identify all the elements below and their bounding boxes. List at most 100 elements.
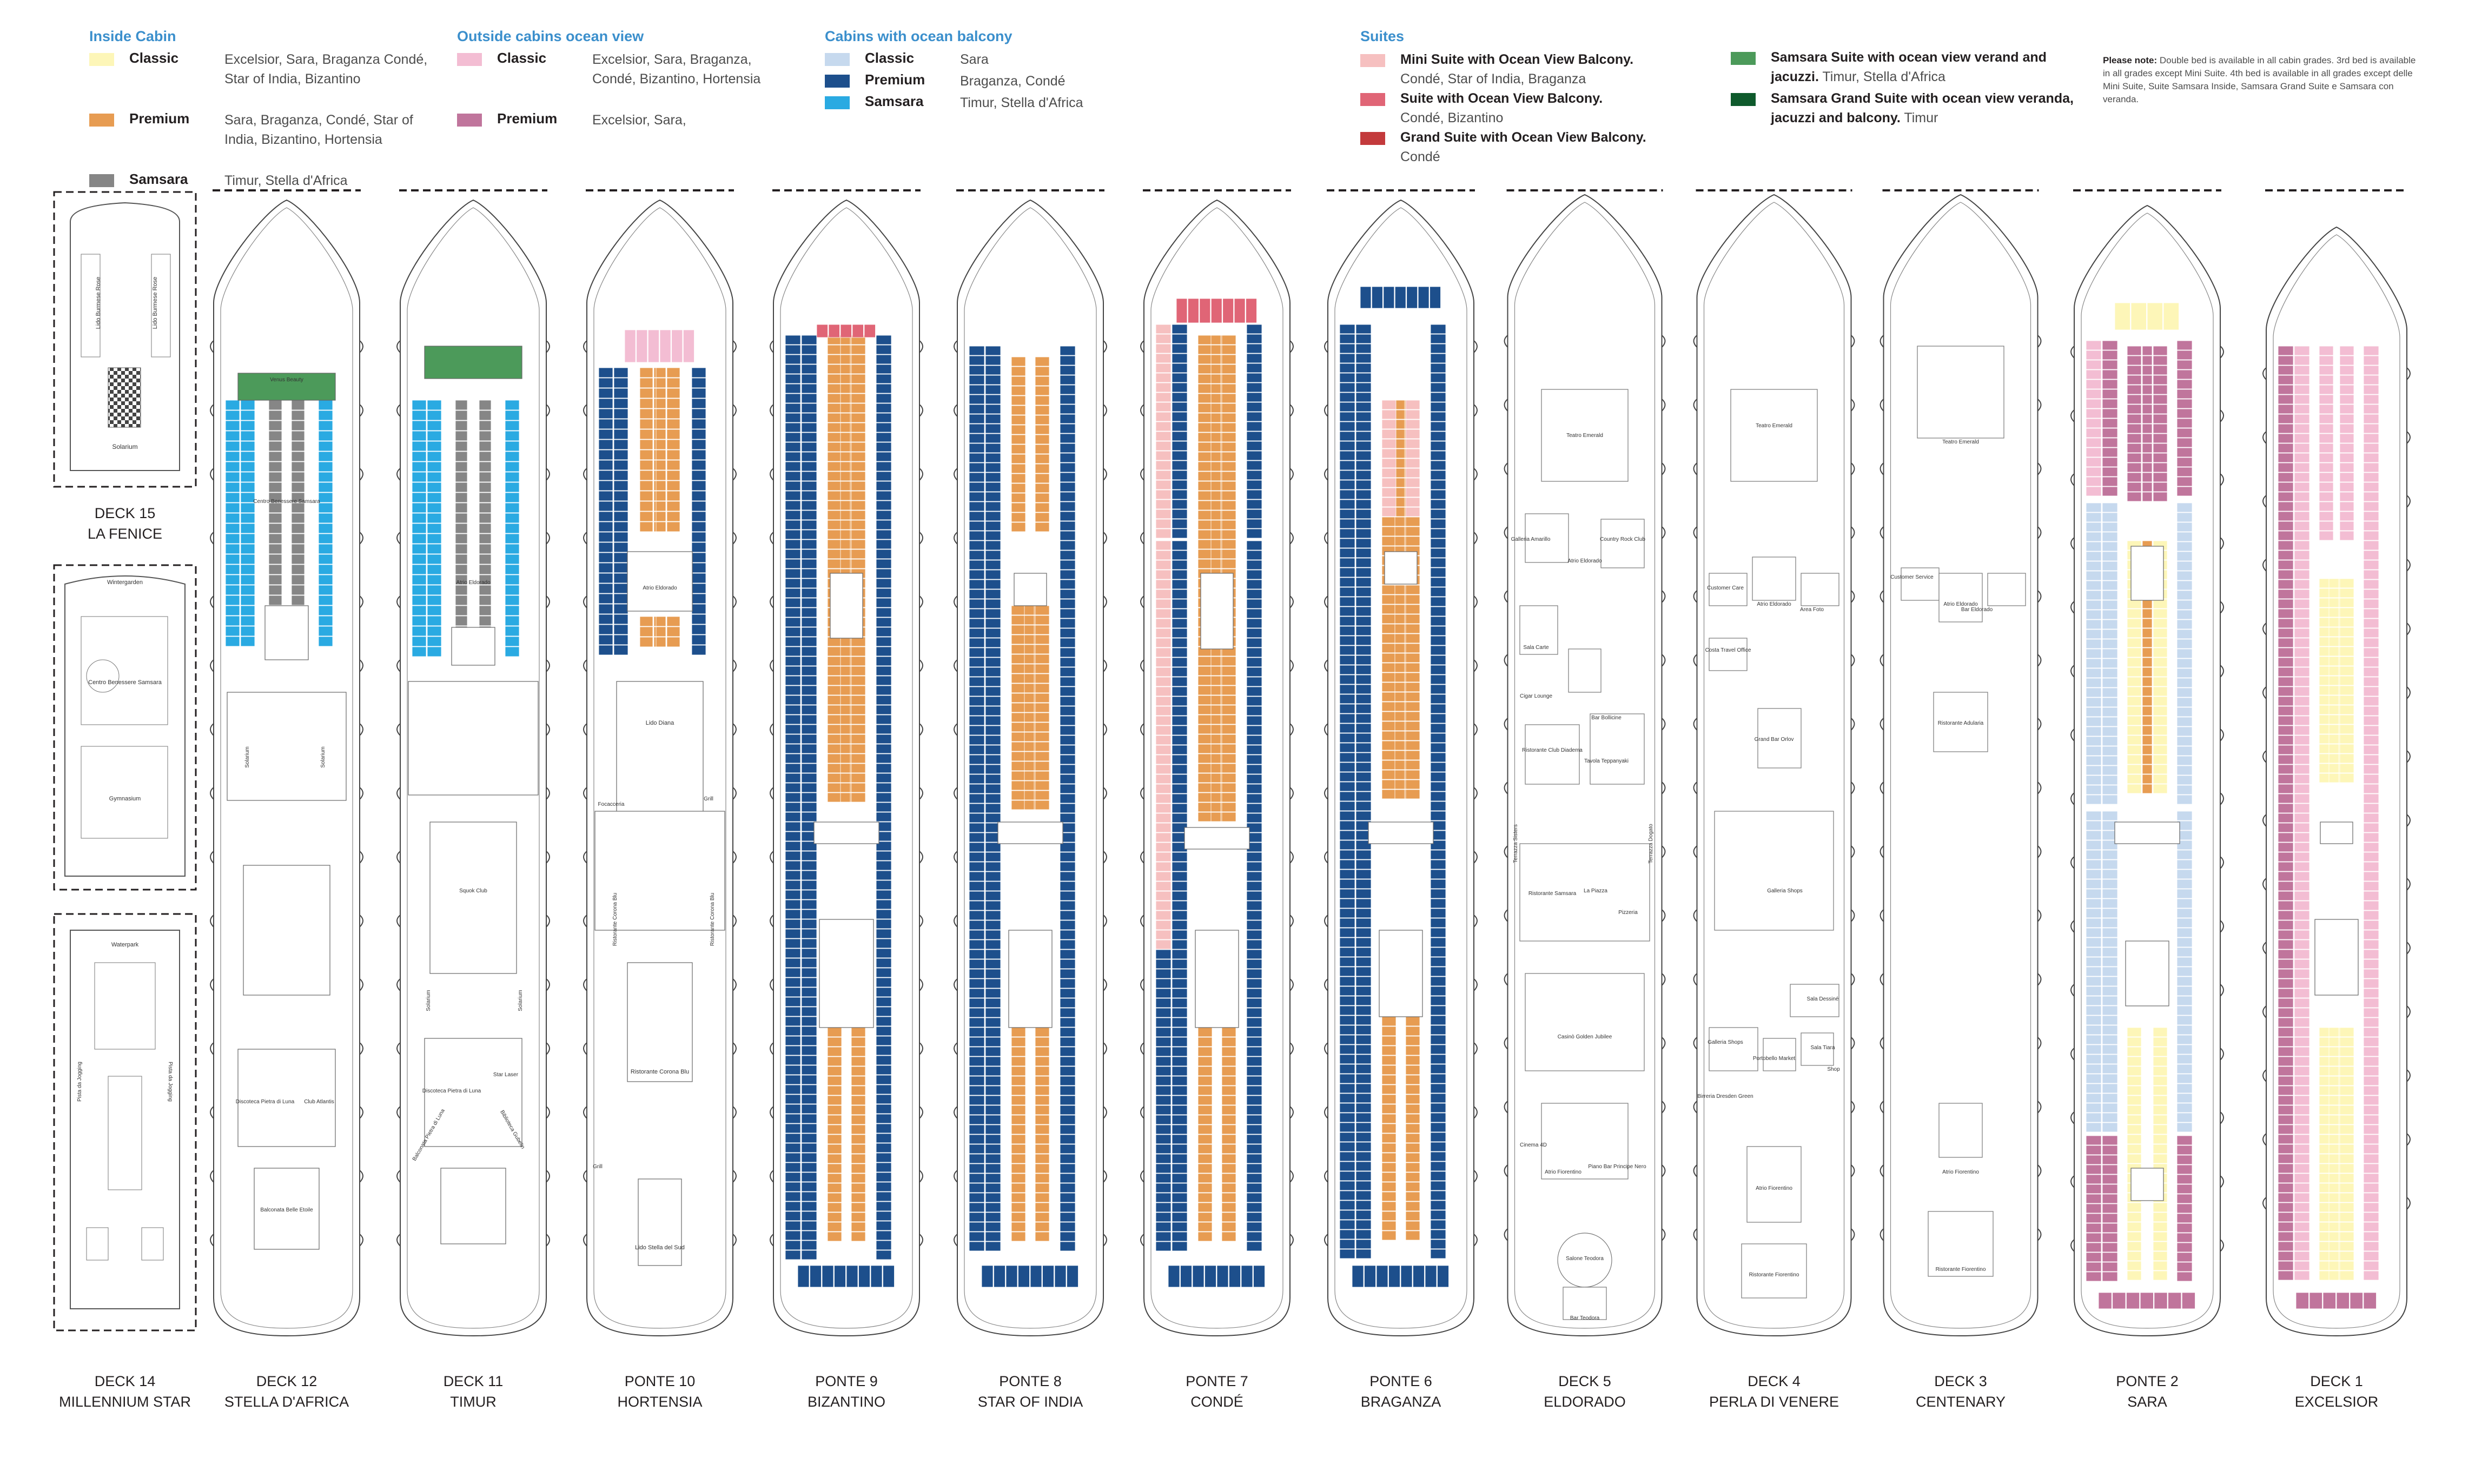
cabin (1035, 1115, 1050, 1125)
cabin (2086, 850, 2102, 860)
venue-label: Lido Burmese Rose (95, 277, 102, 329)
lifeboat-mark (770, 404, 774, 417)
cabin (1339, 937, 1355, 948)
venue-label: Atrio Eldorado (1943, 601, 1978, 607)
cabin (827, 364, 842, 374)
cabin (1394, 468, 1405, 478)
cabin (1035, 425, 1050, 435)
cabin (2142, 677, 2153, 687)
cabin (1155, 842, 1172, 852)
cabin (2176, 428, 2193, 438)
cabin (2294, 618, 2310, 628)
cabin (2363, 852, 2379, 862)
lifeboat-mark (2262, 1069, 2267, 1082)
cabin (985, 677, 1001, 687)
cabin (2294, 920, 2310, 930)
cabin (876, 432, 892, 442)
cabin (1381, 497, 1397, 507)
cabin (985, 511, 1001, 521)
cabin (801, 899, 817, 910)
cabin (691, 367, 706, 378)
cabin (2363, 949, 2379, 959)
lifeboat-mark (919, 915, 923, 928)
cabin (1197, 422, 1213, 433)
cabin (455, 574, 468, 585)
cabin (1221, 461, 1236, 472)
lifeboat-mark (770, 1042, 774, 1055)
cabin (2294, 355, 2310, 366)
cabin (1011, 356, 1026, 367)
cabin (2127, 764, 2142, 774)
cabin (2278, 618, 2294, 628)
cabin (2127, 394, 2142, 405)
cabin (1355, 1210, 1372, 1220)
hull-inner-outline (1514, 202, 1656, 1329)
cabin (1155, 382, 1172, 393)
cabin (2363, 988, 2379, 998)
cabin (2328, 1056, 2339, 1066)
cabin (1405, 721, 1420, 731)
cabin (785, 432, 801, 442)
cabin (876, 1075, 892, 1085)
cabin (2294, 1105, 2310, 1115)
cabin (969, 550, 985, 560)
cabin (1246, 930, 1262, 940)
deck-structure (1184, 827, 1250, 850)
cabin (1155, 569, 1172, 580)
lifeboat-mark (1850, 526, 1855, 539)
cabin (1011, 615, 1026, 625)
cabin (2102, 811, 2118, 821)
lifeboat-mark (2037, 462, 2042, 475)
cabin (1339, 1015, 1355, 1025)
cabin (785, 442, 801, 452)
cabin (2102, 869, 2118, 879)
cabin (666, 511, 680, 522)
cabin (1355, 606, 1372, 617)
cabin (801, 383, 817, 394)
cabin (2102, 1145, 2118, 1155)
cabin (2176, 639, 2193, 649)
cabin (1155, 638, 1172, 648)
cabin (1172, 920, 1188, 930)
cabin (2127, 1134, 2142, 1144)
cabin (2086, 1155, 2102, 1165)
cabin (1060, 1115, 1076, 1125)
cabin (1394, 643, 1405, 653)
cabin (505, 636, 520, 647)
cabin (1430, 431, 1446, 441)
legend-swatch (1360, 54, 1385, 67)
cabin (2176, 928, 2193, 938)
cabin (840, 529, 851, 540)
cabin (2319, 365, 2334, 375)
cabin (876, 753, 892, 764)
cabin (1381, 516, 1397, 527)
lifeboat-mark (1324, 978, 1328, 991)
cabin (1430, 928, 1446, 938)
cabin (1205, 1265, 1216, 1288)
cabin (2153, 375, 2168, 385)
cabin (1229, 1265, 1241, 1288)
cabin (1381, 458, 1397, 468)
cabin (1246, 363, 1262, 373)
cabin (225, 574, 240, 585)
venue-label: Bar Bollicine (1591, 715, 1622, 721)
cabin (1172, 813, 1188, 823)
cabin (1246, 667, 1262, 677)
lifeboat-mark (1103, 468, 1107, 481)
cabin (2176, 775, 2193, 785)
cabin (691, 614, 706, 625)
cabin (840, 481, 851, 491)
cabin (852, 324, 864, 338)
cabin (1155, 499, 1172, 509)
cabin (2176, 811, 2193, 821)
cabin (876, 510, 892, 520)
cabin (2328, 598, 2339, 608)
cabin (318, 513, 333, 524)
cabin (656, 367, 666, 378)
cabin (2278, 1066, 2294, 1076)
cabin (1221, 1085, 1236, 1096)
cabin (2339, 675, 2354, 686)
lifeboat-mark (359, 340, 363, 353)
cabin (1430, 1190, 1446, 1201)
cabin (851, 1115, 866, 1125)
